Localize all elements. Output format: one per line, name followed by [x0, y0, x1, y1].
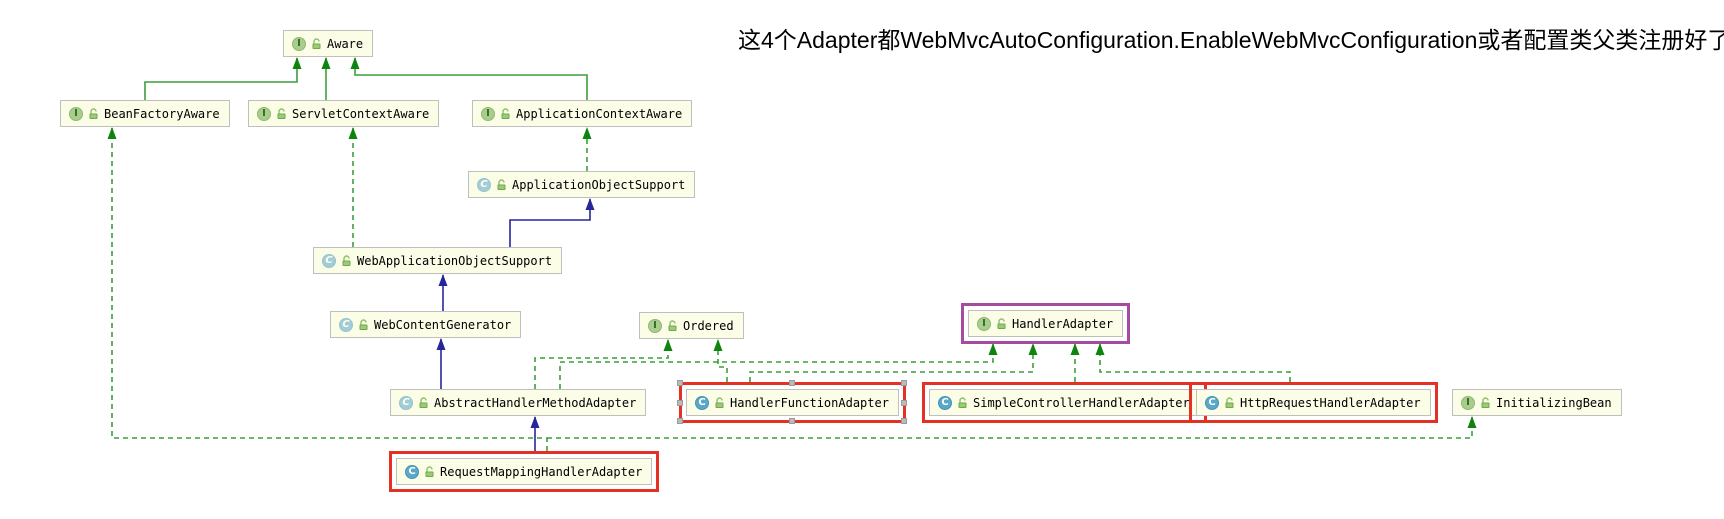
interface-icon: I: [977, 316, 991, 331]
class-node-Aware[interactable]: I Aware: [283, 30, 374, 57]
interface-icon: I: [69, 106, 83, 121]
interface-icon: I: [292, 36, 306, 51]
edge-RequestMappingHandlerAdapter-implements-BeanFactoryAware: [107, 127, 548, 451]
lock-icon: [715, 396, 724, 408]
lock-icon: [1225, 396, 1234, 408]
node-label: SimpleControllerHandlerAdapter: [973, 395, 1190, 410]
node-box[interactable]: I InitializingBean: [1452, 389, 1622, 416]
lock-icon: [958, 396, 967, 408]
lock-icon: [89, 107, 98, 119]
node-box[interactable]: I ServletContextAware: [248, 100, 440, 127]
node-label: Ordered: [683, 318, 734, 333]
class-node-SimpleControllerHandlerAdapter[interactable]: C SimpleControllerHandlerAdapter: [922, 382, 1207, 423]
edge-HttpRequestHandlerAdapter-implements-HandlerAdapter: [1095, 343, 1291, 382]
abstract-class-icon: C: [477, 177, 491, 192]
lock-icon: [277, 107, 286, 119]
lock-icon: [501, 107, 510, 119]
selection-handle[interactable]: [900, 399, 907, 406]
class-node-BeanFactoryAware[interactable]: I BeanFactoryAware: [60, 100, 230, 127]
edge-HandlerFunctionAdapter-implements-HandlerAdapter: [749, 343, 1038, 382]
node-box[interactable]: C SimpleControllerHandlerAdapter: [929, 389, 1200, 416]
class-icon: C: [1205, 395, 1219, 410]
edge-HandlerFunctionAdapter-implements-Ordered: [713, 339, 728, 382]
abstract-class-icon: C: [339, 317, 353, 332]
class-node-WebApplicationObjectSupport[interactable]: C WebApplicationObjectSupport: [313, 247, 563, 274]
node-box[interactable]: I Ordered: [639, 312, 744, 339]
class-node-ServletContextAware[interactable]: I ServletContextAware: [248, 100, 440, 127]
selection-handle[interactable]: [900, 380, 907, 386]
node-label: AbstractHandlerMethodAdapter: [434, 395, 637, 410]
annotation-text: 这4个Adapter都WebMvcAutoConfiguration.Enabl…: [738, 27, 1724, 53]
lock-icon: [425, 465, 434, 477]
node-label: RequestMappingHandlerAdapter: [440, 464, 643, 479]
lock-icon: [497, 178, 506, 190]
node-label: HttpRequestHandlerAdapter: [1240, 395, 1421, 410]
interface-icon: I: [1461, 395, 1475, 410]
selection-handle[interactable]: [789, 418, 796, 424]
lock-icon: [997, 317, 1006, 329]
node-label: ApplicationObjectSupport: [512, 177, 686, 192]
node-label: WebApplicationObjectSupport: [357, 253, 553, 268]
class-icon: C: [695, 395, 709, 410]
selection-handle[interactable]: [677, 380, 683, 386]
class-node-HandlerFunctionAdapter[interactable]: C HandlerFunctionAdapter: [677, 380, 907, 424]
interface-icon: I: [257, 106, 271, 121]
node-box[interactable]: C RequestMappingHandlerAdapter: [396, 458, 653, 485]
edge-AbstractHandlerMethodAdapter-implements-Ordered: [534, 339, 673, 389]
node-box[interactable]: C ApplicationObjectSupport: [468, 171, 696, 198]
node-box[interactable]: I Aware: [283, 30, 374, 57]
edge-AbstractHandlerMethodAdapter-implements-HandlerAdapter: [559, 343, 998, 389]
lock-icon: [1481, 396, 1490, 408]
class-node-WebContentGenerator[interactable]: C WebContentGenerator: [330, 311, 522, 338]
lock-icon: [668, 319, 677, 331]
interface-icon: I: [481, 106, 495, 121]
abstract-class-icon: C: [399, 395, 413, 410]
node-label: ApplicationContextAware: [516, 106, 683, 121]
lock-icon: [342, 254, 351, 266]
selection-handle[interactable]: [677, 399, 683, 406]
node-label: WebContentGenerator: [374, 317, 512, 332]
lock-icon: [419, 396, 428, 408]
selection-handle[interactable]: [900, 418, 907, 424]
class-node-AbstractHandlerMethodAdapter[interactable]: C AbstractHandlerMethodAdapter: [390, 389, 647, 416]
node-label: HandlerAdapter: [1012, 316, 1114, 331]
abstract-class-icon: C: [322, 253, 336, 268]
node-box[interactable]: C WebContentGenerator: [330, 311, 522, 338]
node-label: ServletContextAware: [292, 106, 430, 121]
interface-icon: I: [648, 318, 662, 333]
class-icon: C: [405, 464, 419, 479]
node-label: Aware: [327, 36, 364, 51]
class-icon: C: [938, 395, 952, 410]
node-box[interactable]: I HandlerAdapter: [968, 310, 1124, 337]
edge-RequestMappingHandlerAdapter-implements-InitializingBean: [547, 416, 1477, 439]
node-label: BeanFactoryAware: [104, 106, 220, 121]
edge-WebApplicationObjectSupport-extends-ApplicationObjectSupport: [509, 198, 595, 247]
edge-ApplicationContextAware-extends-Aware: [350, 57, 588, 100]
node-box[interactable]: I BeanFactoryAware: [60, 100, 230, 127]
selection-handle[interactable]: [789, 380, 796, 386]
lock-icon: [312, 37, 321, 49]
node-box[interactable]: C WebApplicationObjectSupport: [313, 247, 563, 274]
node-box[interactable]: C HttpRequestHandlerAdapter: [1196, 389, 1431, 416]
class-node-InitializingBean[interactable]: I InitializingBean: [1452, 389, 1622, 416]
class-node-RequestMappingHandlerAdapter[interactable]: C RequestMappingHandlerAdapter: [389, 451, 660, 492]
lock-icon: [359, 318, 368, 330]
class-node-ApplicationContextAware[interactable]: I ApplicationContextAware: [472, 100, 693, 127]
class-node-HandlerAdapter[interactable]: I HandlerAdapter: [961, 303, 1131, 344]
class-node-ApplicationObjectSupport[interactable]: C ApplicationObjectSupport: [468, 171, 696, 198]
node-box[interactable]: C AbstractHandlerMethodAdapter: [390, 389, 647, 416]
node-label: HandlerFunctionAdapter: [730, 395, 889, 410]
class-node-Ordered[interactable]: I Ordered: [639, 312, 744, 339]
selection-handle[interactable]: [677, 418, 683, 424]
node-label: InitializingBean: [1496, 395, 1612, 410]
node-box[interactable]: I ApplicationContextAware: [472, 100, 693, 127]
class-node-HttpRequestHandlerAdapter[interactable]: C HttpRequestHandlerAdapter: [1189, 382, 1438, 423]
edge-BeanFactoryAware-extends-Aware: [144, 57, 302, 100]
node-box[interactable]: C HandlerFunctionAdapter: [686, 389, 899, 416]
